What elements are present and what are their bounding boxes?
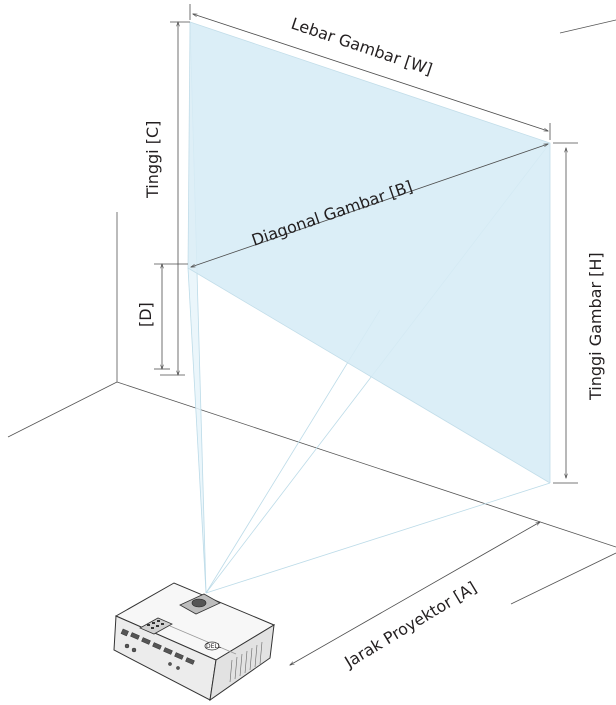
- offset-d-label: [D]: [136, 302, 155, 327]
- distance-label: Jarak Proyektor [A]: [340, 578, 480, 672]
- front-ports: [120, 628, 195, 670]
- image-height-label: Tinggi Gambar [H]: [586, 252, 605, 401]
- distance-dimension: Jarak Proyektor [A]: [290, 522, 540, 672]
- screen-fill: [188, 22, 550, 483]
- image-height-dimension: Tinggi Gambar [H]: [553, 142, 605, 484]
- brand-logo: DELL: [206, 643, 222, 650]
- projector: DELL: [113, 582, 276, 702]
- side-vents: [229, 641, 263, 683]
- projected-screen: [187, 21, 551, 484]
- offset-d-dimension: [D]: [136, 264, 188, 369]
- height-c-label: Tinggi [C]: [143, 121, 162, 199]
- height-c-dimension: Tinggi [C]: [143, 22, 190, 375]
